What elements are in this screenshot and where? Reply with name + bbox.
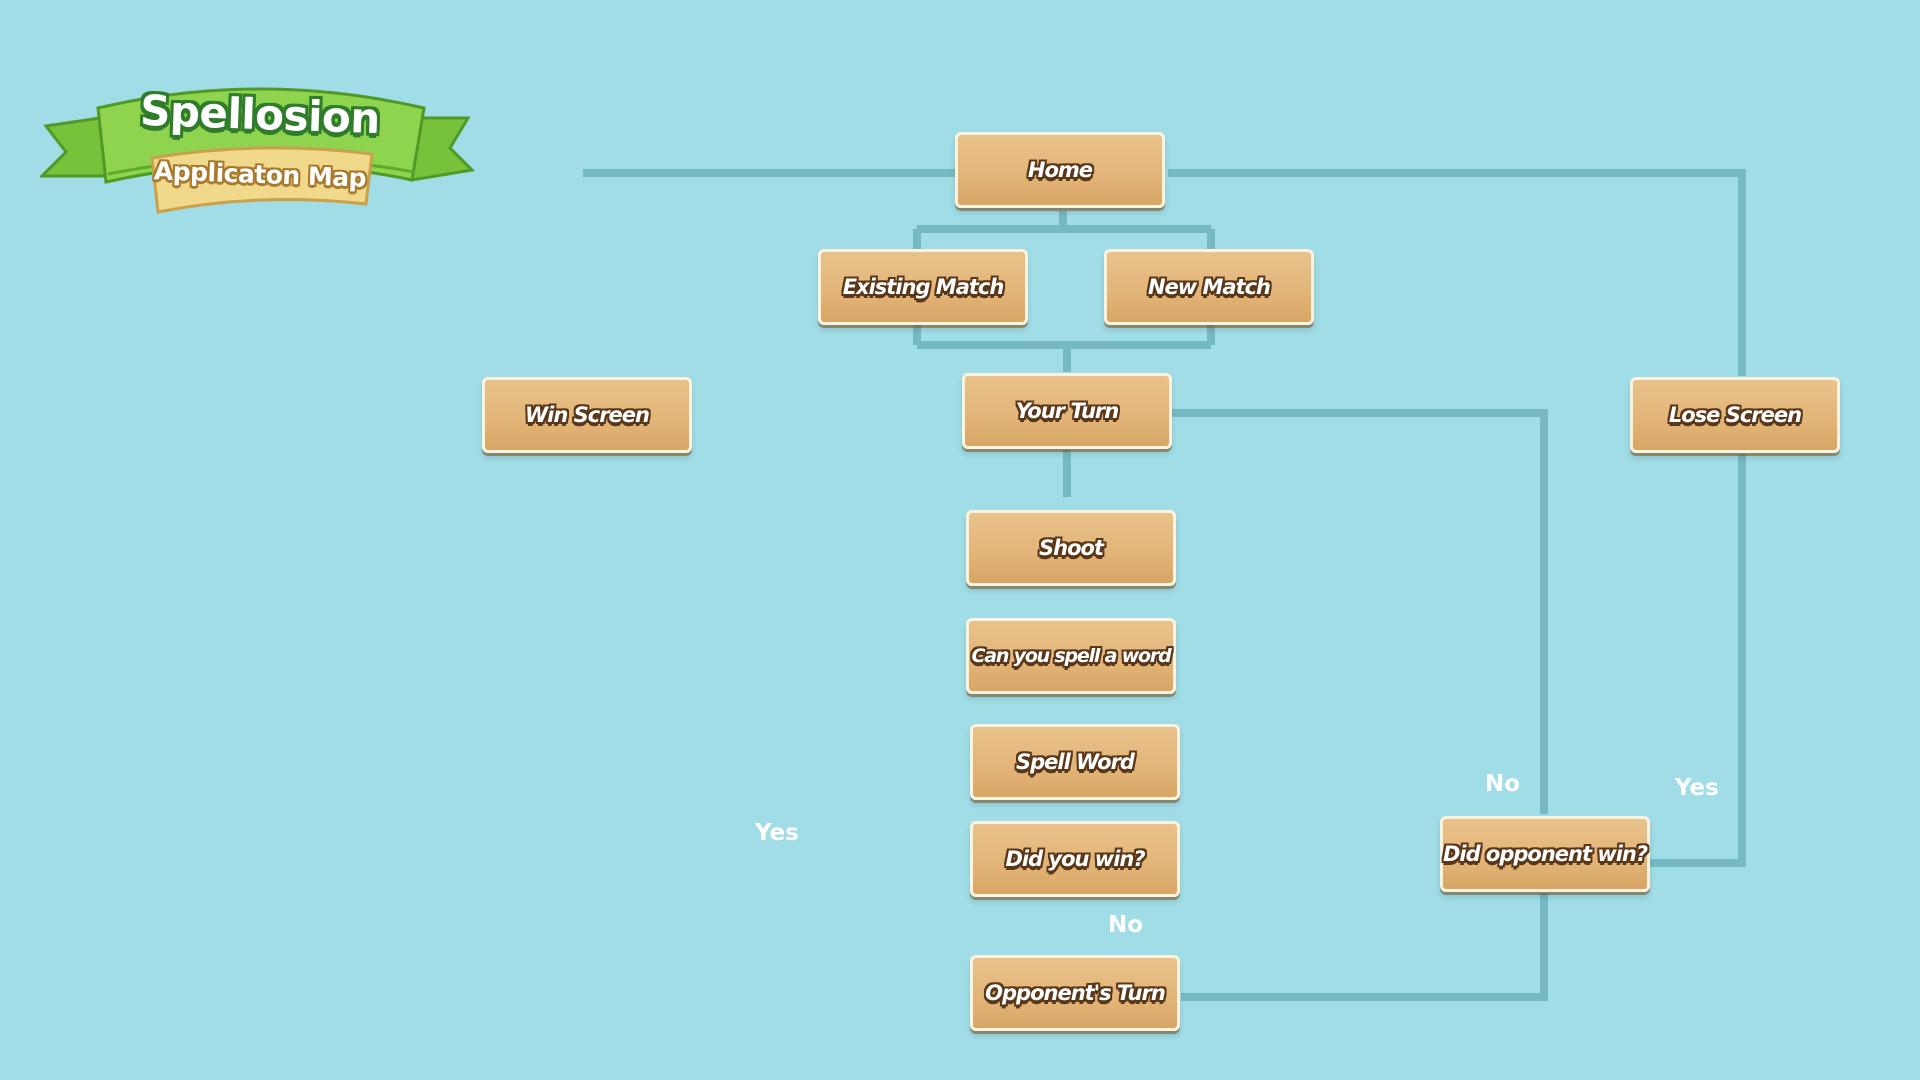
node-spell-word[interactable]: Spell Word (970, 724, 1180, 800)
node-did-you-win[interactable]: Did you win? (970, 821, 1180, 897)
node-new-match-label: New Match (1147, 275, 1271, 299)
node-shoot-label: Shoot (1039, 536, 1104, 560)
node-opponents-turn-label: Opponent's Turn (985, 981, 1166, 1005)
node-new-match[interactable]: New Match (1104, 249, 1314, 325)
label-no-opponents-turn: No (1108, 912, 1144, 938)
node-spell-word-label: Spell Word (1016, 750, 1135, 774)
connector-home-matches (913, 211, 1215, 249)
node-shoot[interactable]: Shoot (966, 510, 1176, 586)
label-yes-win: Yes (755, 820, 799, 846)
connector-yourturn-opponentwin (1172, 409, 1548, 814)
node-lose-screen-label: Lose Screen (1668, 403, 1802, 427)
node-your-turn-label: Your Turn (1015, 399, 1119, 423)
node-win-screen-label: Win Screen (525, 403, 650, 427)
connector-opponentsturn-opponentwin (1181, 893, 1548, 1001)
node-lose-screen[interactable]: Lose Screen (1630, 377, 1840, 453)
node-existing-match[interactable]: Existing Match (818, 249, 1028, 325)
node-home-label: Home (1027, 158, 1093, 182)
label-yes-lose: Yes (1675, 775, 1719, 801)
node-your-turn[interactable]: Your Turn (962, 373, 1172, 449)
label-no-opponent-win: No (1485, 771, 1521, 797)
node-did-opponent-win-label: Did opponent win? (1442, 842, 1648, 866)
node-can-you-spell-label: Can you spell a word (971, 645, 1172, 667)
connector-lose-opponentwin (1650, 454, 1746, 867)
spellosion-logo: Spellosion Applicaton Map (40, 78, 480, 228)
connector-matches-yourturn (913, 325, 1215, 372)
node-win-screen[interactable]: Win Screen (482, 377, 692, 453)
node-can-you-spell[interactable]: Can you spell a word (966, 618, 1176, 694)
node-did-you-win-label: Did you win? (1005, 847, 1145, 871)
node-opponents-turn[interactable]: Opponent's Turn (970, 955, 1180, 1031)
node-home[interactable]: Home (955, 132, 1165, 208)
connector-home-lose (1168, 169, 1746, 376)
node-existing-match-label: Existing Match (842, 275, 1005, 299)
logo-banner-icon (40, 87, 476, 214)
node-did-opponent-win[interactable]: Did opponent win? (1440, 816, 1650, 892)
